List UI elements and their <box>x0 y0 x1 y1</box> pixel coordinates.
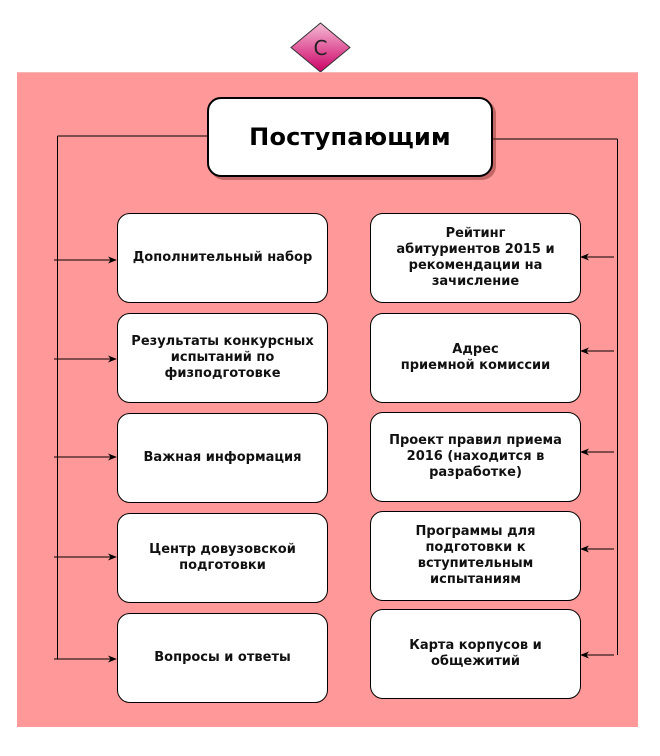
badge-letter: С <box>313 35 328 60</box>
node-label: Дополнительный набор <box>132 250 313 265</box>
node-label: Программы для подготовки к вступительным… <box>415 524 536 587</box>
left-node-5[interactable]: Вопросы и ответы <box>117 613 328 703</box>
node-label: Вопросы и ответы <box>154 650 291 665</box>
node-label: Адрес приемной комиссии <box>400 342 551 373</box>
right-node-1[interactable]: Рейтинг абитуриентов 2015 и рекомендации… <box>370 213 581 303</box>
left-node-2[interactable]: Результаты конкурсных испытаний по физпо… <box>117 313 328 403</box>
title-box[interactable]: Поступающим <box>207 97 493 177</box>
right-node-4[interactable]: Программы для подготовки к вступительным… <box>370 511 581 601</box>
right-node-3[interactable]: Проект правил приема 2016 (находится в р… <box>370 412 581 502</box>
page-title: Поступающим <box>249 123 451 151</box>
badge-diamond: С <box>290 22 351 73</box>
node-label: Результаты конкурсных испытаний по физпо… <box>131 334 314 381</box>
left-node-1[interactable]: Дополнительный набор <box>117 213 328 303</box>
node-label: Центр довузовской подготовки <box>149 542 296 573</box>
right-node-2[interactable]: Адрес приемной комиссии <box>370 313 581 403</box>
left-node-4[interactable]: Центр довузовской подготовки <box>117 513 328 603</box>
node-label: Рейтинг абитуриентов 2015 и рекомендации… <box>396 226 555 289</box>
node-label: Карта корпусов и общежитий <box>409 638 542 669</box>
node-label: Важная информация <box>143 450 302 465</box>
node-label: Проект правил приема 2016 (находится в р… <box>389 433 562 480</box>
right-node-5[interactable]: Карта корпусов и общежитий <box>370 609 581 699</box>
left-node-3[interactable]: Важная информация <box>117 413 328 503</box>
